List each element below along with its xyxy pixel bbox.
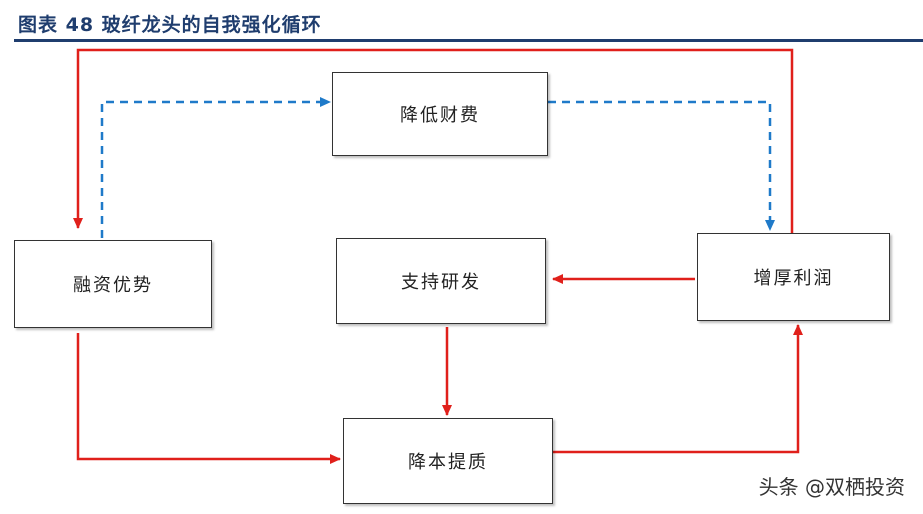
arrow-reduce-expenses-to-profit xyxy=(548,100,775,231)
arrow-financing-to-cost-quality xyxy=(76,333,341,464)
arrow-cost-quality-to-profit xyxy=(553,324,803,454)
figure-title: 图表 48 玻纤龙头的自我强化循环 xyxy=(18,14,322,36)
node-financing-advantage: 融资优势 xyxy=(14,240,212,328)
node-label: 融资优势 xyxy=(73,275,153,296)
node-reduce-cost-improve-quality: 降本提质 xyxy=(343,418,553,504)
node-label: 降本提质 xyxy=(408,452,488,473)
title-underline xyxy=(14,39,923,42)
arrow-profit-to-financing xyxy=(73,48,794,233)
node-label: 降低财费 xyxy=(400,105,480,126)
node-label: 支持研发 xyxy=(401,272,481,293)
node-support-rd: 支持研发 xyxy=(336,238,546,324)
figure-header: 图表 48 玻纤龙头的自我强化循环 xyxy=(0,0,923,44)
watermark: 头条 @双栖投资 xyxy=(758,475,905,499)
node-label: 增厚利润 xyxy=(753,268,834,289)
node-reduce-expenses: 降低财费 xyxy=(332,72,548,156)
arrow-financing-to-reduce-expenses xyxy=(100,97,331,238)
node-increase-profit: 增厚利润 xyxy=(697,233,890,321)
